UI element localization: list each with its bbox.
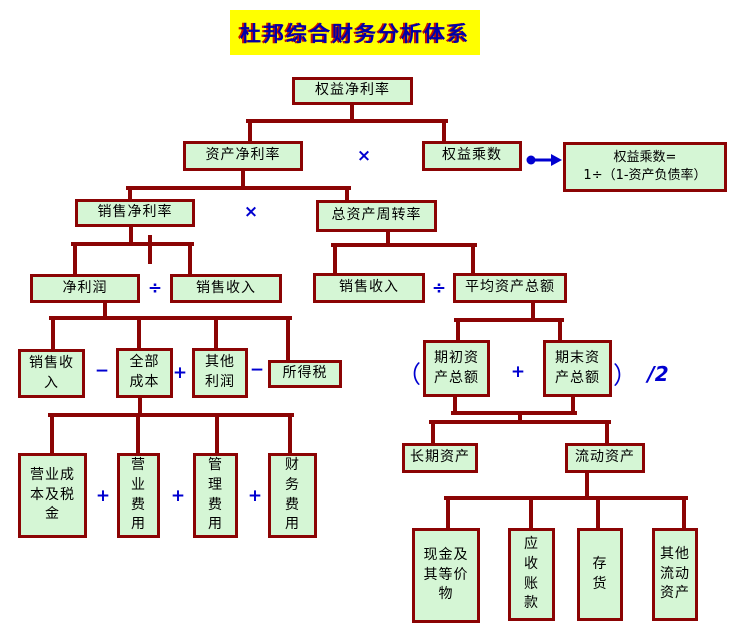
- node-sales-revenue-left: 销售收入: [170, 274, 282, 303]
- op-minus-1: −: [94, 361, 110, 381]
- node-current-assets: 流动资产: [565, 443, 645, 473]
- op-plus-5: +: [247, 486, 263, 506]
- link-tat-children: [331, 230, 477, 275]
- node-income-tax: 所得税: [268, 360, 342, 388]
- node-roe: 权益净利率: [292, 77, 413, 105]
- node-accounts-receivable: 应 收 账 款: [508, 528, 555, 621]
- op-multiply-1: ×: [356, 146, 372, 166]
- node-long-term-assets: 长期资产: [402, 443, 478, 473]
- flow-arrow-icon: [526, 154, 562, 166]
- op-paren-open: （: [397, 360, 421, 389]
- link-avgassets-children: [454, 301, 564, 342]
- link-npm-children: [71, 225, 194, 276]
- node-admin-expense: 管 理 费 用: [193, 453, 238, 538]
- op-plus-3: +: [95, 486, 111, 506]
- op-plus-2: +: [510, 362, 526, 382]
- node-operating-expense: 营 业 费 用: [117, 453, 160, 538]
- op-divide-2: ÷: [431, 278, 447, 298]
- op-minus-2: −: [249, 360, 265, 380]
- op-divide-by-two: /2: [647, 362, 669, 386]
- node-other-profit: 其他 利润: [192, 348, 248, 398]
- node-roa: 资产净利率: [183, 141, 303, 171]
- link-currentassets-children: [444, 471, 688, 530]
- node-sales-revenue-detail: 销售收 入: [18, 349, 85, 398]
- node-net-profit: 净利润: [30, 274, 140, 303]
- node-equity-multiplier-note: 权益乘数= 1÷（1-资产负债率）: [563, 142, 727, 192]
- link-netprofit-children: [49, 301, 292, 362]
- page-title: 杜邦综合财务分析体系: [230, 10, 480, 55]
- link-roa-children: [126, 169, 351, 203]
- node-total-cost: 全部 成本: [116, 348, 173, 398]
- node-avg-total-assets: 平均资产总额: [453, 273, 567, 303]
- node-ending-assets: 期末资 产总额: [543, 340, 612, 397]
- link-assets-merge: [429, 395, 611, 445]
- node-financial-expense: 财 务 费 用: [268, 453, 317, 538]
- node-operating-cost-and-tax: 营业成 本及税 金: [18, 453, 87, 538]
- op-plus-1: +: [172, 363, 188, 383]
- op-divide-1: ÷: [147, 278, 163, 298]
- node-equity-multiplier: 权益乘数: [422, 141, 522, 171]
- link-totalcost-children: [48, 396, 294, 455]
- op-paren-close: ）: [613, 361, 637, 390]
- link-roe-children: [246, 102, 448, 143]
- node-total-asset-turnover: 总资产周转率: [316, 200, 437, 232]
- node-inventory: 存 货: [577, 528, 623, 621]
- op-plus-4: +: [170, 486, 186, 506]
- op-multiply-2: ×: [243, 202, 259, 222]
- node-other-current-assets: 其他 流动 资产: [652, 528, 698, 621]
- node-sales-revenue-right: 销售收入: [313, 273, 425, 303]
- node-beginning-assets: 期初资 产总额: [423, 340, 490, 397]
- node-net-profit-margin: 销售净利率: [75, 199, 195, 227]
- node-cash-and-equivalents: 现金及 其等价 物: [412, 528, 480, 623]
